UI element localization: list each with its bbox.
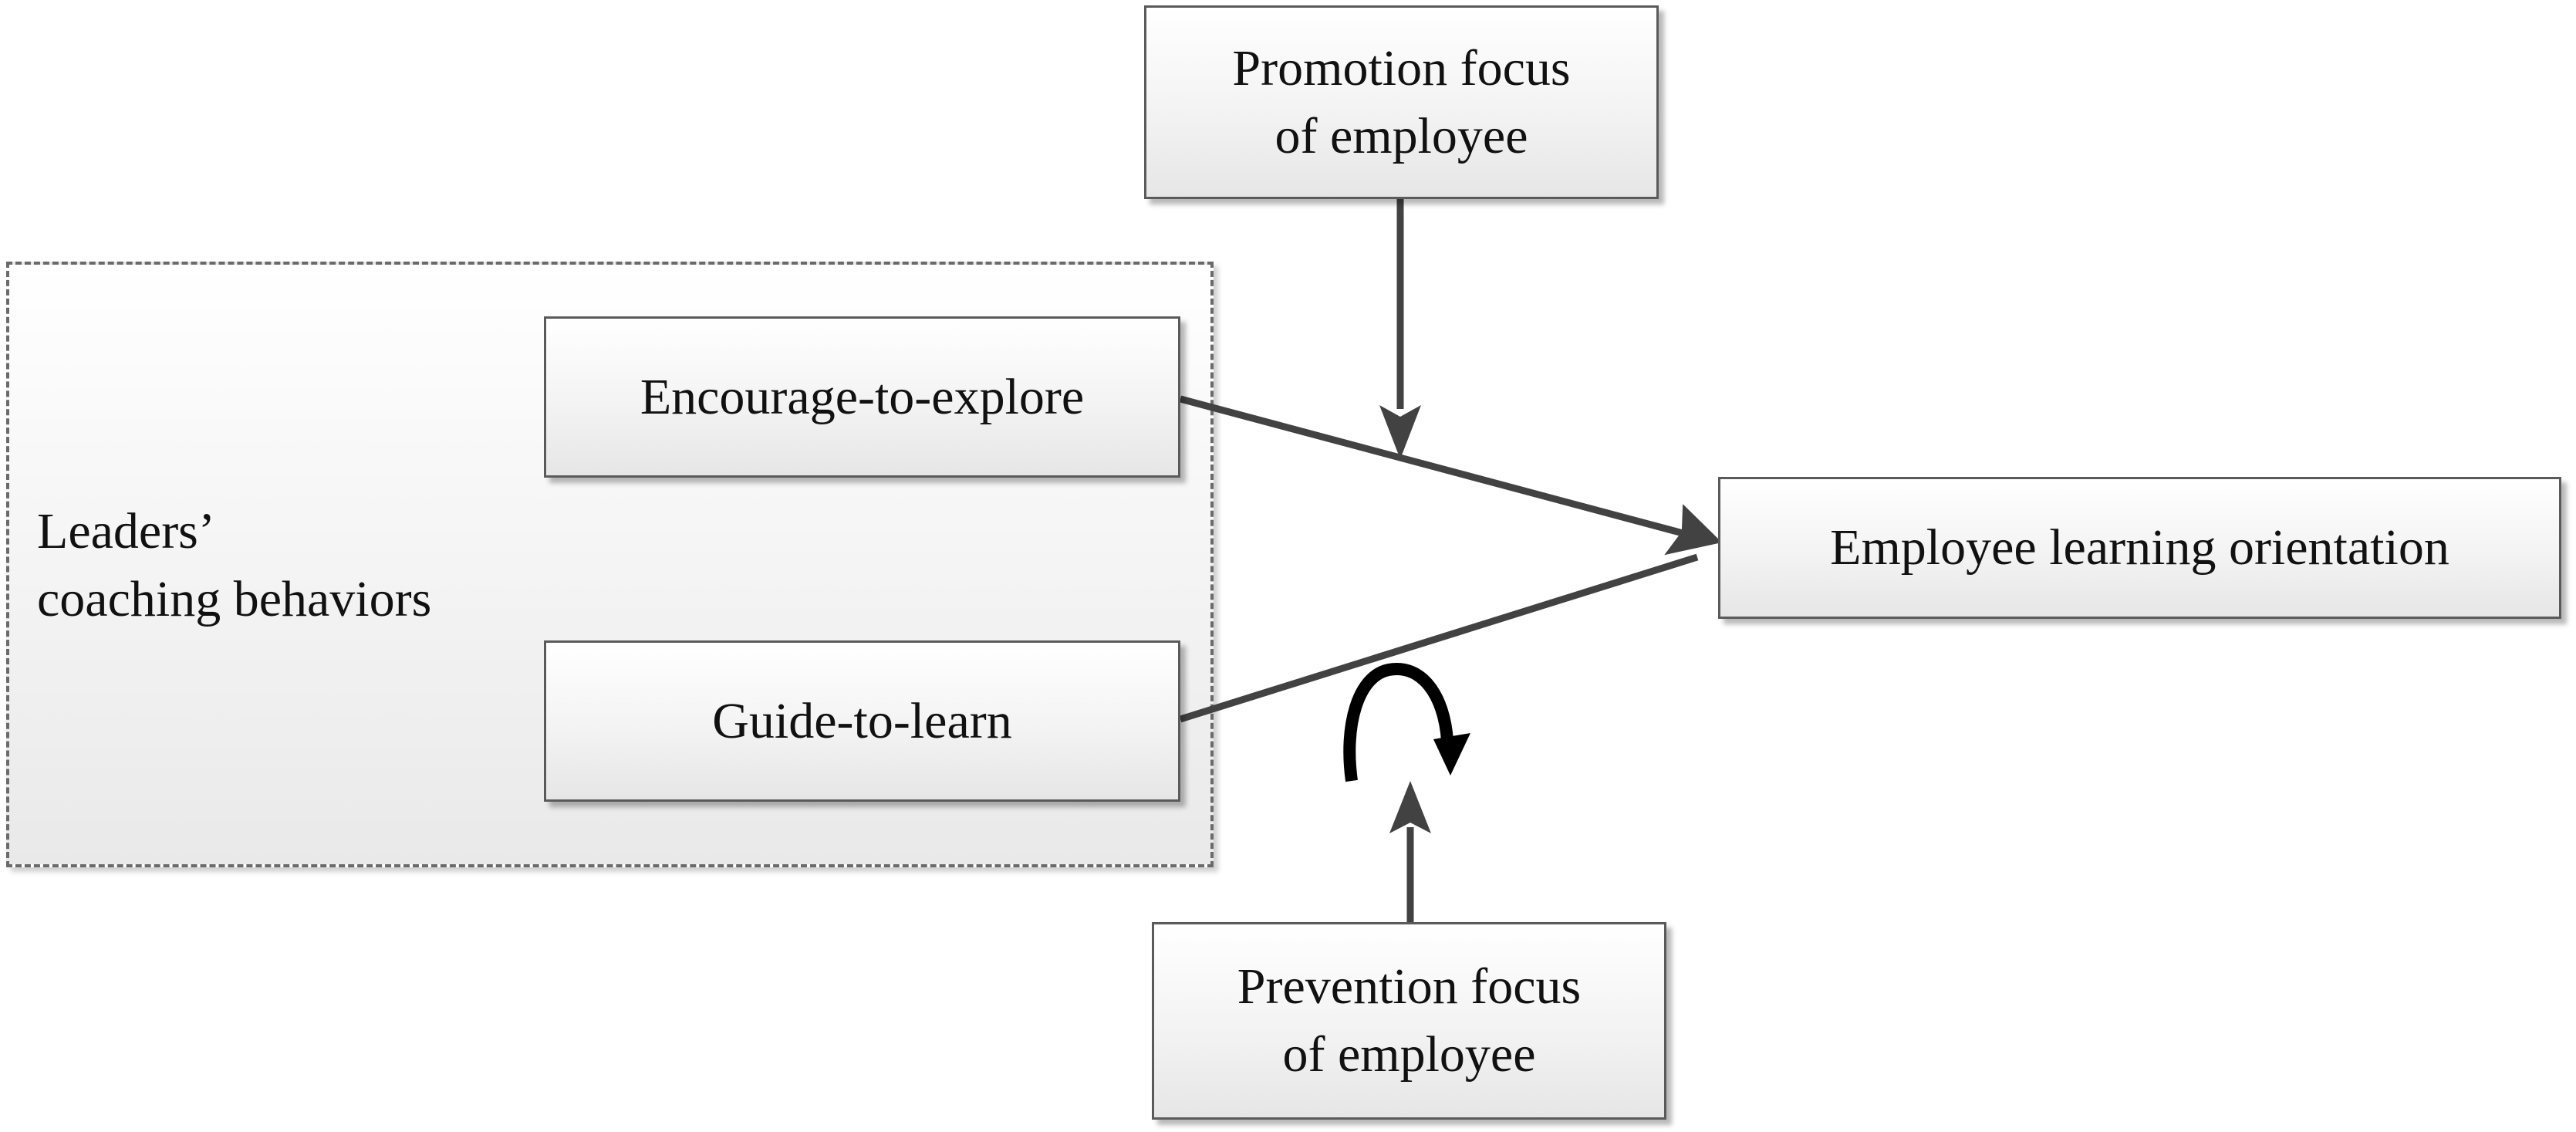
node-employee-learning-orientation: Employee learning orientation bbox=[1718, 477, 2561, 619]
arrow-encourage-head bbox=[1664, 504, 1722, 556]
node-promotion-focus: Promotion focus of employee bbox=[1144, 5, 1659, 199]
node-prevention-focus: Prevention focus of employee bbox=[1152, 922, 1666, 1120]
arrow-encourage-to-outcome bbox=[1179, 395, 1710, 544]
arrow-guide-to-outcome bbox=[1179, 553, 1699, 723]
clockwise-curved-arrow-icon bbox=[1343, 663, 1470, 782]
node-encourage-to-explore: Encourage-to-explore bbox=[544, 316, 1180, 478]
group-label-leaders-coaching-behaviors: Leaders’ coaching behaviors bbox=[37, 503, 432, 627]
arrow-prevention-head bbox=[1389, 781, 1431, 833]
node-guide-to-learn: Guide-to-learn bbox=[544, 640, 1180, 802]
arrow-promotion-head bbox=[1379, 405, 1421, 459]
